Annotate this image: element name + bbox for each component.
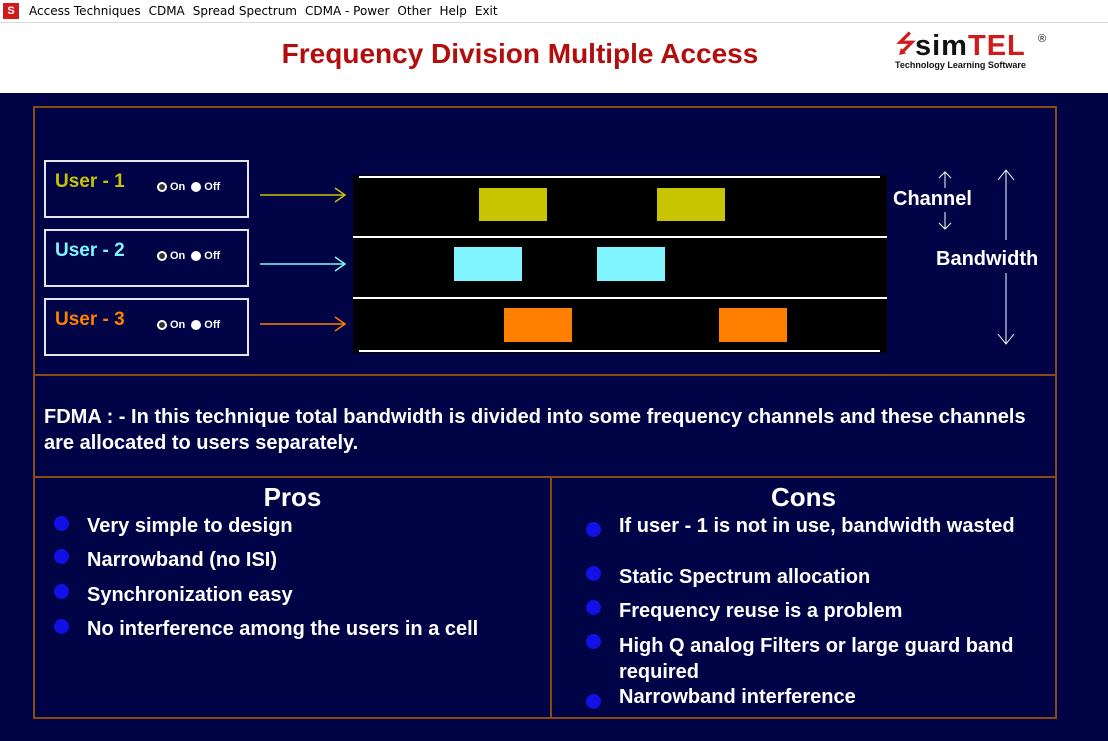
user-1-off-radio[interactable] [191,182,202,192]
cons-item: Frequency reuse is a problem [619,600,903,622]
user-3-box: User - 3 On Off [44,298,249,356]
cons-bullet-icon [586,566,601,581]
user-2-arrowhead [334,256,347,272]
cons-item: If user - 1 is not in use, bandwidth was… [619,515,1015,537]
menu-access-techniques[interactable]: Access Techniques [29,4,141,18]
cons-item: Static Spectrum allocation [619,566,871,588]
user-1-radio-group: On Off [157,181,226,193]
user-3-on-label: On [170,319,186,331]
user-3-off-radio[interactable] [191,320,202,330]
cons-item: Narrowband interference [619,686,856,708]
pros-bullet-icon [54,584,69,599]
user-3-block [504,308,572,342]
user-2-off-label: Off [204,250,221,262]
divider-middle [35,476,1055,478]
bandwidth-arrow-icon [997,169,1015,345]
user-3-radio-group: On Off [157,319,226,331]
pros-bullet-icon [54,619,69,634]
main-panel: User - 1 On Off User - 2 On Off User - 3… [33,106,1057,719]
logo-registered: ® [1038,33,1047,45]
divider-vertical [550,478,552,717]
divider-top [35,374,1055,376]
user-1-off-label: Off [204,181,221,193]
logo-wordmark: simTEL [915,30,1026,62]
cons-bullet-icon [586,694,601,709]
menu-spread-spectrum[interactable]: Spread Spectrum [192,4,297,18]
simtel-logo: ⭍ simTEL ® Technology Learning Software [893,31,1053,71]
bandwidth-label: Bandwidth [936,248,1039,270]
user-arrows [260,187,347,332]
channel-arrow-icon [938,171,952,230]
user-2-box: User - 2 On Off [44,229,249,287]
logo-tagline: Technology Learning Software [895,60,1026,70]
user-1-label: User - 1 [55,171,125,192]
pros-bullet-icon [54,516,69,531]
pros-item: Narrowband (no ISI) [87,549,277,571]
cons-title: Cons [771,482,836,512]
menu-other[interactable]: Other [397,4,432,18]
logo-mark-icon: ⭍ [896,31,916,58]
user-2-radio-group: On Off [157,250,226,262]
user-3-off-label: Off [204,319,221,331]
cons-bullet-icon [586,634,601,649]
user-1-block [657,188,725,221]
fdma-description: FDMA : - In this technique total bandwid… [44,406,1026,454]
user-3-arrowhead [334,316,347,332]
page-title: Frequency Division Multiple Access [281,38,759,69]
user-1-arrowhead [334,187,347,203]
menu-cdma-power[interactable]: CDMA - Power [305,4,390,18]
app-icon: S [3,3,19,19]
pros-item: Very simple to design [87,515,293,537]
user-2-on-radio[interactable] [157,251,167,261]
user-2-label: User - 2 [55,240,125,261]
pros-bullet-icon [54,549,69,564]
user-2-off-radio[interactable] [191,251,202,261]
channel-label: Channel [893,188,972,210]
user-3-label: User - 3 [55,309,125,330]
pros-item: No interference among the users in a cel… [87,618,479,640]
user-1-on-label: On [170,181,186,193]
menu-exit[interactable]: Exit [474,4,498,18]
header: Frequency Division Multiple Access ⭍ sim… [0,23,1108,93]
cons-bullet-icon [586,600,601,615]
user-2-block [597,247,665,281]
fdma-diagram [260,169,1015,353]
cons-bullet-icon [586,522,601,537]
cons-item: High Q analog Filters or large guard ban… [619,635,1014,683]
menu-help[interactable]: Help [439,4,467,18]
pros-item: Synchronization easy [87,584,293,606]
user-1-box: User - 1 On Off [44,160,249,218]
user-2-block [454,247,522,281]
menu-cdma[interactable]: CDMA [148,4,185,18]
pros-title: Pros [263,482,322,512]
user-3-block [719,308,787,342]
user-1-block [479,188,547,221]
user-2-on-label: On [170,250,186,262]
user-1-on-radio[interactable] [157,182,167,192]
menu-bar: S Access Techniques CDMA Spread Spectrum… [0,0,1108,23]
user-3-on-radio[interactable] [157,320,167,330]
